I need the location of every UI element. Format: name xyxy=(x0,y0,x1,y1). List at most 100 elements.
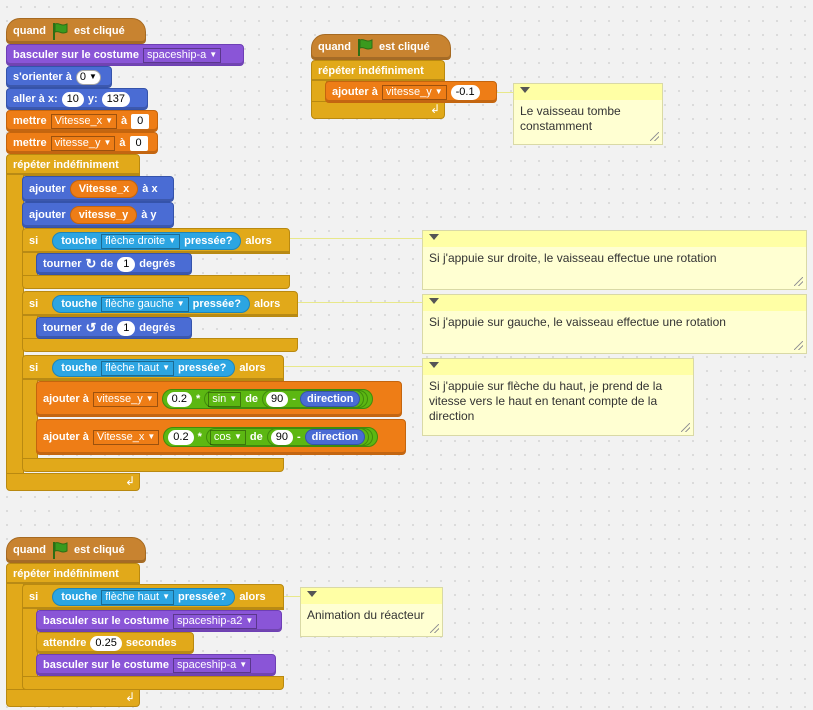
wait-seconds-input[interactable]: 0.25 xyxy=(90,635,122,651)
comment-up[interactable]: Si j'appuie sur flèche du haut, je prend… xyxy=(422,358,694,436)
hat-when-flag-clicked-reactor[interactable]: quand est cliqué xyxy=(6,537,146,563)
comment-right[interactable]: Si j'appuie sur droite, le vaisseau effe… xyxy=(422,230,807,290)
hat-when-flag-clicked[interactable]: quand est cliqué xyxy=(6,18,146,44)
turn-label: tourner xyxy=(43,258,82,270)
key-pressed-right-condition[interactable]: touche flèche droite▼ pressée? xyxy=(52,232,242,250)
cos-function[interactable]: cos▼ de 90 - direction xyxy=(205,428,374,446)
comment-header[interactable] xyxy=(301,588,442,604)
comment-header[interactable] xyxy=(514,84,662,100)
change-y-block[interactable]: ajouter vitesse_y à y xyxy=(22,202,174,228)
chevron-down-icon: ▼ xyxy=(162,363,170,372)
resize-grip-icon[interactable] xyxy=(794,277,803,286)
comment-text[interactable]: Si j'appuie sur droite, le vaisseau effe… xyxy=(429,251,717,265)
costume-dropdown[interactable]: spaceship-a2▼ xyxy=(172,613,258,629)
key-pressed-up-condition[interactable]: touche flèche haut▼ pressée? xyxy=(52,359,236,377)
resize-grip-icon[interactable] xyxy=(650,132,659,141)
set-vitesse-x-block[interactable]: mettre Vitesse_x▼ à 0 xyxy=(6,110,158,132)
comment-text[interactable]: Animation du réacteur xyxy=(307,608,425,622)
key-pressed-left-condition[interactable]: touche flèche gauche▼ pressée? xyxy=(52,295,250,313)
set-vitesse-y-block[interactable]: mettre vitesse_y▼ à 0 xyxy=(6,132,158,154)
subtract-operator[interactable]: 90 - direction xyxy=(262,390,365,408)
switch-costume-block[interactable]: basculer sur le costume spaceship-a▼ xyxy=(6,44,244,66)
if-up-block[interactable]: si touche flèche haut▼ pressée? alors xyxy=(22,355,284,381)
direction-reporter[interactable]: direction xyxy=(299,391,361,407)
chevron-down-icon: ▼ xyxy=(245,616,254,625)
comment-header[interactable] xyxy=(423,295,806,311)
comment-header[interactable] xyxy=(423,359,693,375)
turn-degrees-input[interactable]: 1 xyxy=(117,256,136,272)
vitesse-y-reporter[interactable]: vitesse_y xyxy=(69,206,138,224)
turn-unit-label: degrés xyxy=(139,322,176,334)
multiply-operator[interactable]: 0.2 * sin▼ de 90 - direction xyxy=(161,389,374,409)
subtract-operator[interactable]: 90 - direction xyxy=(266,428,370,446)
vitesse-x-reporter[interactable]: Vitesse_x xyxy=(69,180,139,198)
variable-dropdown[interactable]: vitesse_y▼ xyxy=(50,135,116,151)
function-dropdown[interactable]: cos▼ xyxy=(209,429,246,445)
resize-grip-icon[interactable] xyxy=(430,624,439,633)
wait-block[interactable]: attendre 0.25 secondes xyxy=(36,632,194,654)
key-pressed-up-condition[interactable]: touche flèche haut▼ pressée? xyxy=(52,588,236,606)
variable-dropdown[interactable]: Vitesse_x▼ xyxy=(50,113,118,129)
costume-dropdown[interactable]: spaceship-a▼ xyxy=(142,47,222,63)
direction-dropdown[interactable]: 0▼ xyxy=(75,69,101,85)
change-value-input[interactable]: -0.1 xyxy=(450,84,480,100)
turn-left-block[interactable]: tourner ↺ de 1 degrés xyxy=(36,317,192,339)
comment-header[interactable] xyxy=(423,231,806,247)
collapse-triangle-icon[interactable] xyxy=(429,298,439,304)
comment-text[interactable]: Si j'appuie sur gauche, le vaisseau effe… xyxy=(429,315,726,329)
function-dropdown[interactable]: sin▼ xyxy=(208,391,242,407)
if-right-block[interactable]: si touche flèche droite▼ pressée? alors xyxy=(22,228,290,254)
chevron-down-icon: ▼ xyxy=(162,592,170,601)
factor-input[interactable]: 0.2 xyxy=(166,391,192,407)
switch-costume-a2-block[interactable]: basculer sur le costume spaceship-a2▼ xyxy=(36,610,282,632)
change-vitesse-y-block[interactable]: ajouter à vitesse_y▼ 0.2 * sin▼ de 90 - … xyxy=(36,381,402,417)
sin-function[interactable]: sin▼ de 90 - direction xyxy=(204,390,369,408)
change-x-suffix: à x xyxy=(142,183,158,195)
change-vitesse-x-block[interactable]: ajouter à Vitesse_x▼ 0.2 * cos▼ de 90 - … xyxy=(36,419,406,455)
function-value: cos xyxy=(213,431,231,443)
if-left-block[interactable]: si touche flèche gauche▼ pressée? alors xyxy=(22,291,298,317)
factor-input[interactable]: 0.2 xyxy=(168,429,194,445)
set-value-input[interactable]: 0 xyxy=(129,135,148,151)
key-dropdown[interactable]: flèche gauche▼ xyxy=(101,296,189,312)
goto-xy-block[interactable]: aller à x: 10 y: 137 xyxy=(6,88,148,110)
multiply-operator[interactable]: 0.2 * cos▼ de 90 - direction xyxy=(163,427,379,447)
if-up-reactor-block[interactable]: si touche flèche haut▼ pressée? alors xyxy=(22,584,284,610)
comment-left[interactable]: Si j'appuie sur gauche, le vaisseau effe… xyxy=(422,294,807,354)
set-value-input[interactable]: 0 xyxy=(131,113,150,129)
goto-x-input[interactable]: 10 xyxy=(61,91,84,107)
hat-when-flag-clicked-gravity[interactable]: quand est cliqué xyxy=(311,34,451,60)
change-x-block[interactable]: ajouter Vitesse_x à x xyxy=(22,176,174,202)
comment-text[interactable]: Si j'appuie sur flèche du haut, je prend… xyxy=(429,379,663,423)
variable-dropdown[interactable]: vitesse_y▼ xyxy=(92,391,158,407)
variable-dropdown[interactable]: Vitesse_x▼ xyxy=(92,429,160,445)
direction-reporter[interactable]: direction xyxy=(304,429,366,445)
collapse-triangle-icon[interactable] xyxy=(307,591,317,597)
point-direction-block[interactable]: s'orienter à 0▼ xyxy=(6,66,112,88)
base-angle-input[interactable]: 90 xyxy=(270,429,293,445)
forever-block-gravity[interactable]: répéter indéfiniment xyxy=(311,60,445,82)
goto-y-input[interactable]: 137 xyxy=(101,91,131,107)
collapse-triangle-icon[interactable] xyxy=(520,87,530,93)
minus-sign: - xyxy=(292,393,296,405)
key-dropdown[interactable]: flèche haut▼ xyxy=(101,360,174,376)
forever-block[interactable]: répéter indéfiniment xyxy=(6,154,140,176)
costume-dropdown[interactable]: spaceship-a▼ xyxy=(172,657,252,673)
comment-gravity[interactable]: Le vaisseau tombe constamment xyxy=(513,83,663,145)
collapse-triangle-icon[interactable] xyxy=(429,234,439,240)
comment-reactor[interactable]: Animation du réacteur xyxy=(300,587,443,637)
base-angle-input[interactable]: 90 xyxy=(266,391,289,407)
turn-degrees-input[interactable]: 1 xyxy=(117,320,136,336)
turn-de-label: de xyxy=(100,322,114,334)
change-vitesse-y-gravity-block[interactable]: ajouter à vitesse_y▼ -0.1 xyxy=(325,81,497,103)
comment-text[interactable]: Le vaisseau tombe constamment xyxy=(520,104,621,133)
variable-dropdown[interactable]: vitesse_y▼ xyxy=(381,84,447,100)
forever-block-reactor[interactable]: répéter indéfiniment xyxy=(6,563,140,585)
collapse-triangle-icon[interactable] xyxy=(429,362,439,368)
switch-costume-a-block[interactable]: basculer sur le costume spaceship-a▼ xyxy=(36,654,276,676)
key-dropdown[interactable]: flèche haut▼ xyxy=(101,589,174,605)
resize-grip-icon[interactable] xyxy=(681,423,690,432)
turn-right-block[interactable]: tourner ↻ de 1 degrés xyxy=(36,253,192,275)
resize-grip-icon[interactable] xyxy=(794,341,803,350)
key-dropdown[interactable]: flèche droite▼ xyxy=(101,233,181,249)
